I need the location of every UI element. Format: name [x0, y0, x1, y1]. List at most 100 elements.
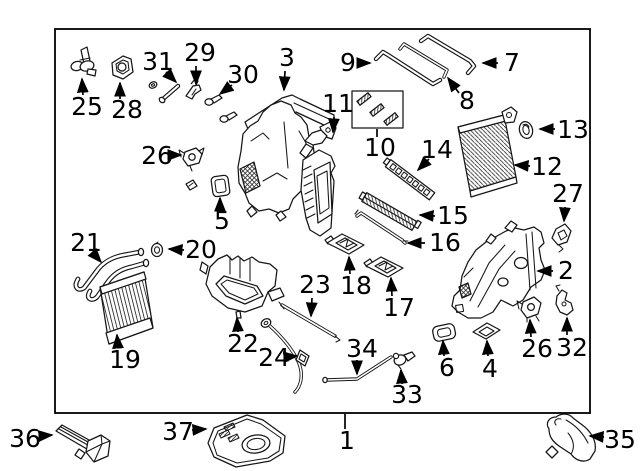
callout-leader-14: [416, 156, 432, 172]
callout-21[interactable]: 21: [70, 228, 102, 257]
callout-32[interactable]: 32: [556, 333, 588, 362]
callout-22[interactable]: 22: [227, 329, 259, 358]
callout-leader-11: [327, 116, 340, 134]
callout-16[interactable]: 16: [429, 228, 461, 257]
part-6-seal: [432, 323, 457, 342]
callout-leader-33: [396, 368, 408, 385]
callout-2[interactable]: 2: [558, 256, 574, 285]
callout-leader-15: [418, 209, 436, 222]
part-11-heater-panel: [299, 129, 336, 237]
part-4-seal: [472, 322, 501, 340]
part-18-bracket-tray: [324, 233, 365, 255]
callout-27[interactable]: 27: [552, 179, 584, 208]
part-26-actuator-left: [178, 147, 205, 172]
callout-leader-18: [343, 255, 356, 275]
diagram-border: [54, 28, 591, 414]
callout-leader-31: [162, 68, 178, 84]
callout-leader-4: [481, 339, 494, 357]
callout-leader-6: [437, 339, 450, 357]
part-23-rod: [278, 301, 341, 343]
part-37-under-cover: [207, 414, 286, 468]
part-2-right-housing: [451, 220, 546, 319]
callout-17[interactable]: 17: [383, 293, 415, 322]
callout-14[interactable]: 14: [421, 135, 453, 164]
part-15-hatched-bar: [358, 191, 422, 231]
part-7-seal-strip: [418, 33, 477, 76]
callout-leader-26: [524, 318, 537, 338]
callout-leader-35: [588, 431, 605, 443]
part-33-valve: [392, 351, 416, 370]
part-27-clip: [551, 223, 572, 253]
part-22-foot-duct: [199, 254, 285, 319]
part-31-lever: [148, 81, 181, 104]
callout-34[interactable]: 34: [346, 334, 378, 363]
callout-18[interactable]: 18: [340, 271, 372, 300]
callout-leader-12: [513, 159, 531, 172]
callout-leader-24: [282, 351, 299, 364]
callout-31[interactable]: 31: [142, 47, 174, 76]
part-3-main-housing: [237, 94, 337, 222]
part-20-grommet: [150, 241, 164, 258]
part-34-rod: [322, 355, 393, 384]
callout-33[interactable]: 33: [391, 380, 423, 409]
callout-leader-25: [76, 77, 89, 96]
callout-leader-17: [385, 276, 398, 297]
part-29-clip: [185, 78, 202, 100]
part-8-seal-strip: [398, 42, 449, 79]
part-9-seal-strip: [373, 49, 443, 87]
part-36-bracket: [55, 424, 111, 463]
callout-13[interactable]: 13: [557, 115, 589, 144]
callout-26[interactable]: 26: [521, 334, 553, 363]
callout-36[interactable]: 36: [9, 424, 41, 453]
callout-leader-30: [218, 81, 235, 96]
part-28-plate: [111, 55, 134, 80]
callout-8[interactable]: 8: [459, 86, 475, 115]
part-17-bracket-tray: [363, 256, 404, 278]
callout-leader-20: [167, 243, 185, 256]
part-5-seal: [185, 174, 231, 198]
callout-37[interactable]: 37: [162, 417, 194, 446]
callout-35[interactable]: 35: [604, 425, 636, 454]
callout-11[interactable]: 11: [322, 89, 354, 118]
callout-leader-23: [305, 297, 318, 318]
callout-leader-37: [191, 424, 208, 436]
part-12-evaporator-core: [457, 106, 518, 198]
part-14-lever-bar: [382, 157, 436, 201]
callout-20[interactable]: 20: [185, 235, 217, 264]
part-21-heater-pipes: [73, 247, 150, 302]
callout-9[interactable]: 9: [340, 48, 356, 77]
callout-10[interactable]: 10: [364, 133, 396, 162]
part-13-grommet: [518, 120, 534, 140]
callout-5[interactable]: 5: [214, 206, 230, 235]
callout-leader-3: [278, 70, 291, 92]
callout-19[interactable]: 19: [109, 345, 141, 374]
part-30-screws: [204, 94, 238, 123]
callout-layer: 1234567891011121314151617181920212223242…: [9, 38, 636, 455]
part-16-link-rod: [354, 209, 409, 245]
callout-leader-8: [446, 76, 461, 94]
callout-26[interactable]: 26: [141, 141, 173, 170]
callout-25[interactable]: 25: [71, 92, 103, 121]
callout-3[interactable]: 3: [279, 43, 295, 72]
callout-24[interactable]: 24: [258, 343, 290, 372]
part-26-actuator-right: [516, 296, 542, 323]
part-10-hardware-box: [351, 90, 404, 129]
callout-leader-36: [37, 430, 54, 442]
part-25-clip: [70, 46, 97, 77]
callout-7[interactable]: 7: [504, 48, 520, 77]
callout-1[interactable]: 1: [339, 426, 355, 455]
callout-30[interactable]: 30: [227, 60, 259, 89]
callout-29[interactable]: 29: [184, 38, 216, 67]
callout-leader-21: [87, 247, 103, 264]
part-32-bracket: [555, 284, 574, 316]
callout-28[interactable]: 28: [111, 95, 143, 124]
callout-6[interactable]: 6: [439, 353, 455, 382]
callout-leader-22: [232, 316, 244, 333]
callout-leader-19: [112, 333, 124, 350]
callout-15[interactable]: 15: [437, 201, 469, 230]
callout-4[interactable]: 4: [482, 354, 498, 383]
callout-23[interactable]: 23: [299, 270, 331, 299]
callout-12[interactable]: 12: [531, 152, 563, 181]
